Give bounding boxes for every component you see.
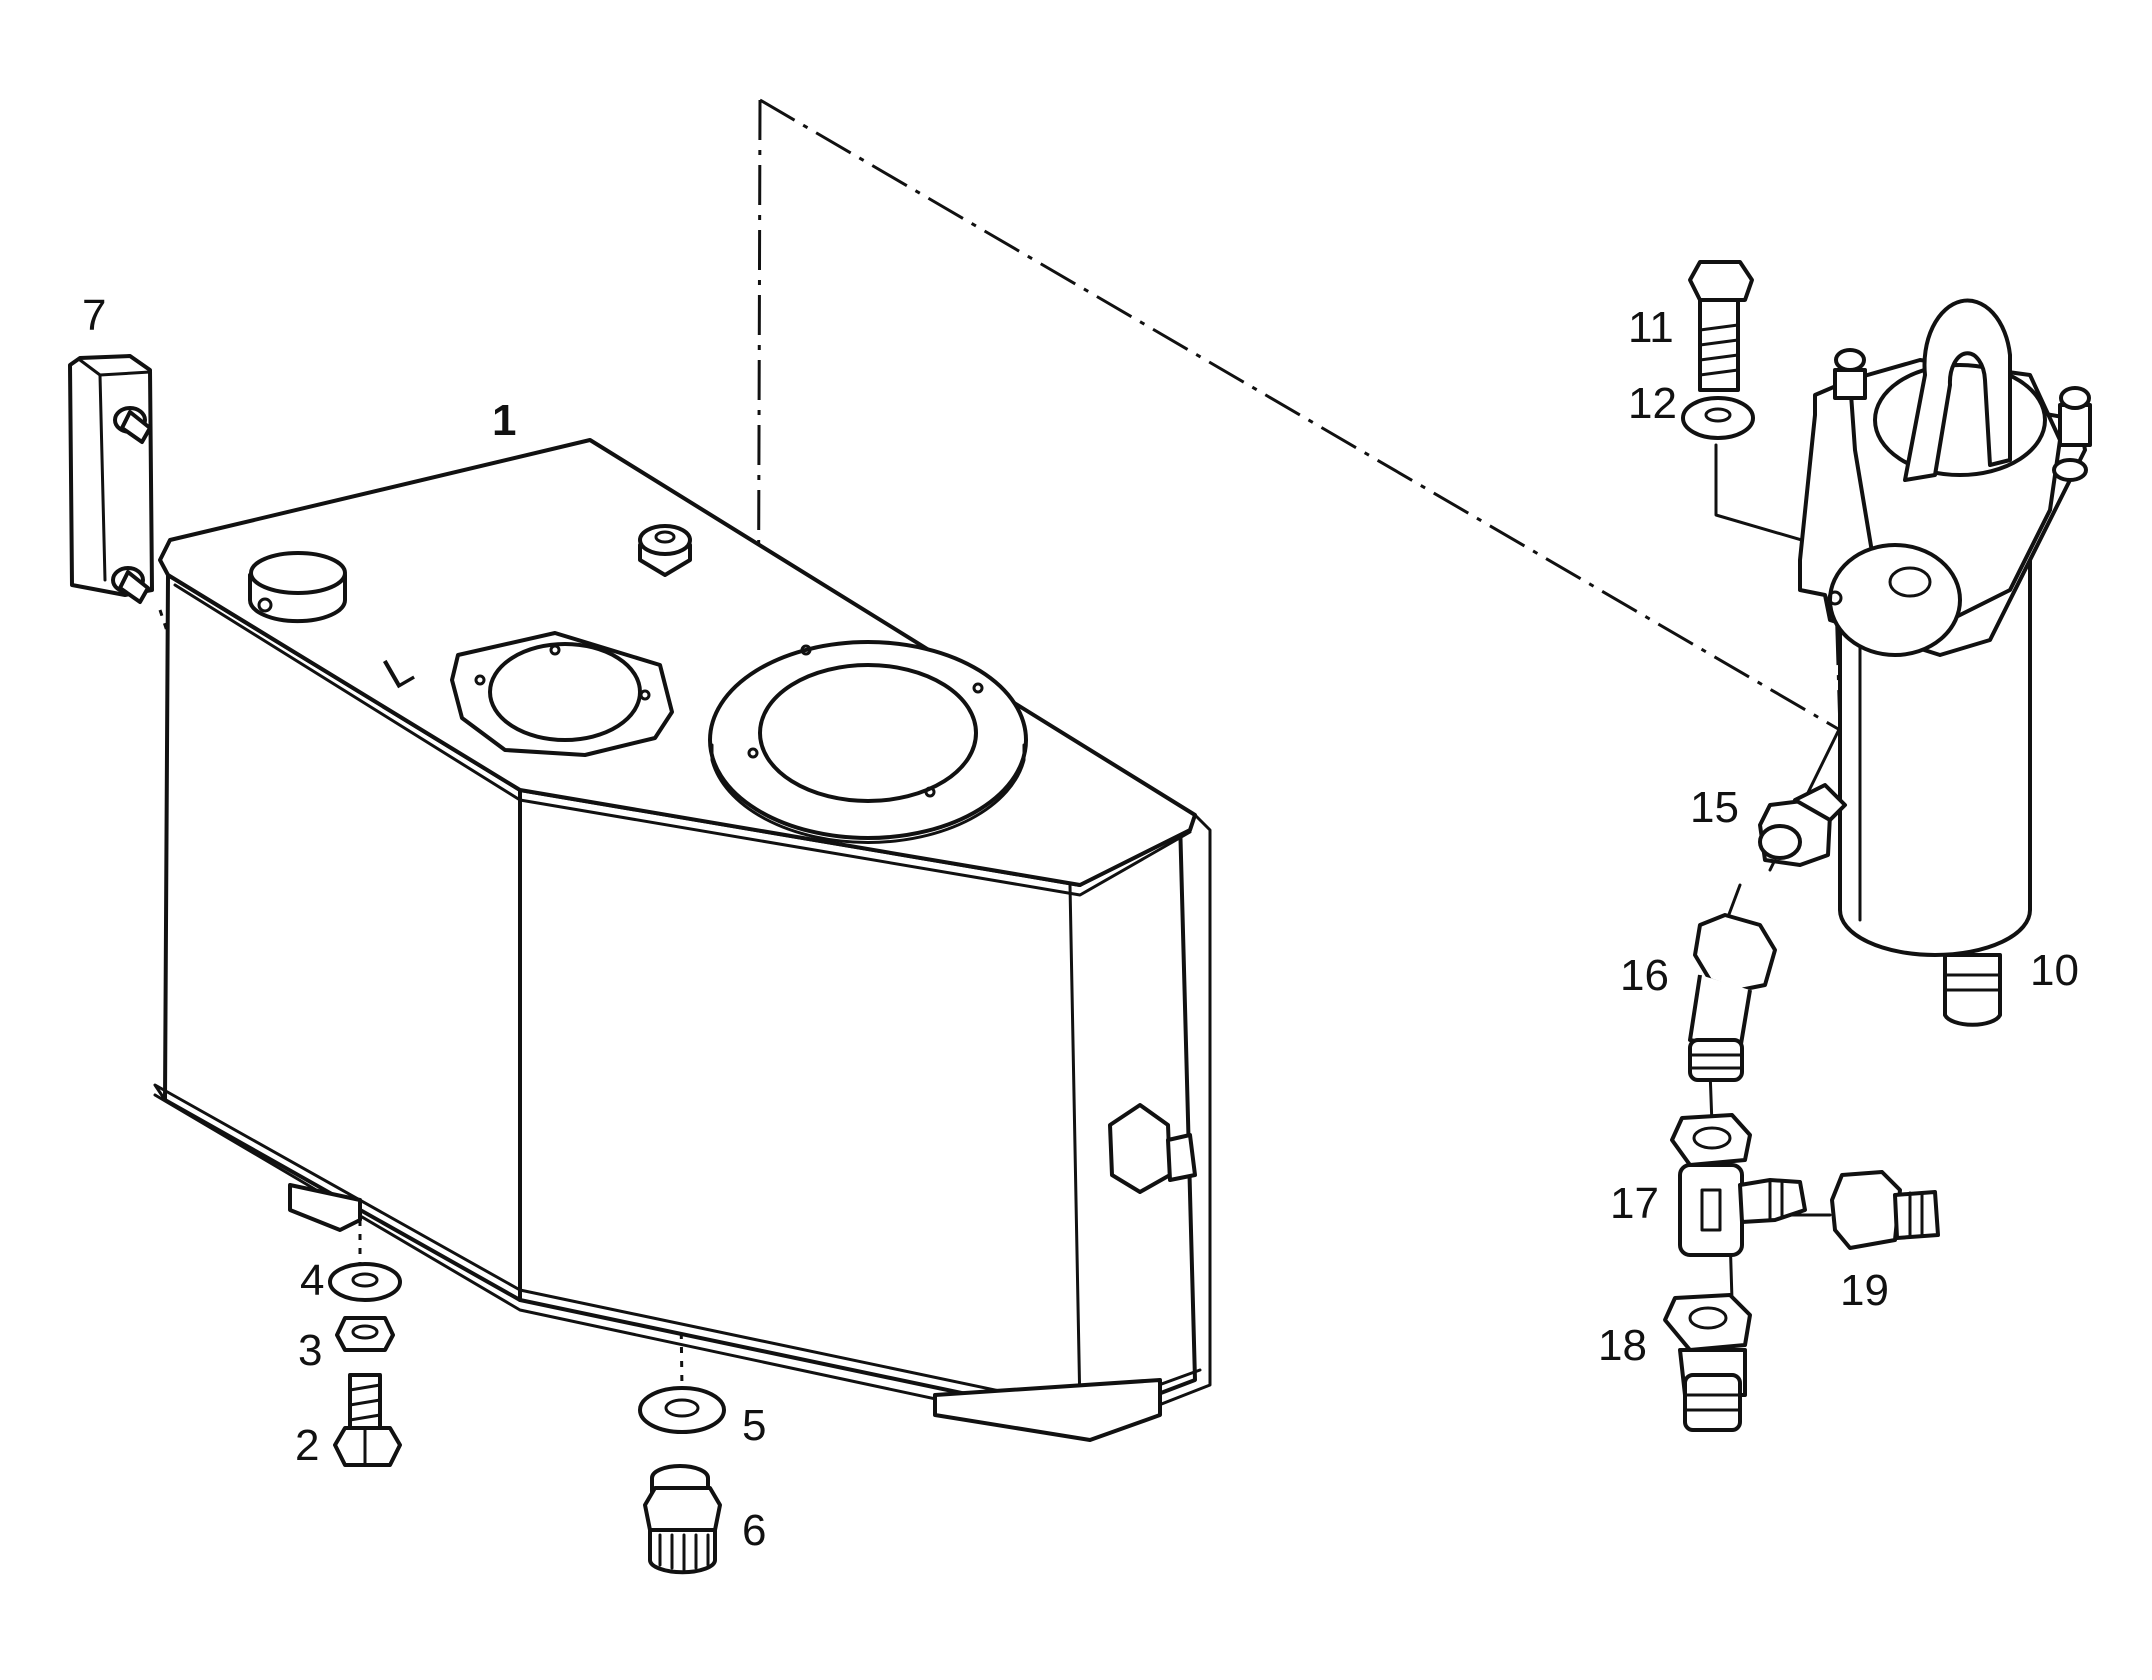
adaptor-15 xyxy=(1758,783,1847,867)
washer-4 xyxy=(328,1262,402,1302)
filter-assembly xyxy=(1798,298,2092,1027)
round-flange xyxy=(708,640,1028,844)
callout-17: 17 xyxy=(1610,1179,1659,1228)
callout-5: 5 xyxy=(742,1401,766,1450)
elbow-16 xyxy=(1688,913,1777,1082)
callout-3: 3 xyxy=(298,1326,322,1375)
washer-12 xyxy=(1681,396,1755,440)
callout-10: 10 xyxy=(2030,946,2079,995)
bolt-2 xyxy=(333,1373,402,1467)
callout-labels: 1 2 3 4 5 6 7 10 11 12 15 16 17 18 19 xyxy=(82,291,2079,1555)
callout-2: 2 xyxy=(295,1421,319,1470)
side-port-fitting xyxy=(1108,1103,1197,1194)
filter-handle xyxy=(1903,298,2012,482)
hex-cover-plate xyxy=(450,631,674,757)
drain-plug-6 xyxy=(643,1464,722,1575)
callout-15: 15 xyxy=(1690,783,1739,832)
callout-19: 19 xyxy=(1840,1266,1889,1315)
filler-cap xyxy=(248,551,347,624)
callout-4: 4 xyxy=(300,1256,324,1305)
callout-18: 18 xyxy=(1598,1321,1647,1370)
tee-17 xyxy=(1670,1113,1807,1257)
hydraulic-tank: L xyxy=(153,438,1212,1442)
connector-19 xyxy=(1830,1170,1940,1250)
washer-5 xyxy=(638,1386,726,1434)
tank-foot-right xyxy=(933,1378,1162,1442)
callout-6: 6 xyxy=(742,1506,766,1555)
filter-studs xyxy=(1833,348,2092,482)
nut-3 xyxy=(335,1316,395,1352)
tank-foot-left xyxy=(288,1183,362,1232)
bolt-11 xyxy=(1688,260,1754,392)
callout-16: 16 xyxy=(1620,951,1669,1000)
callout-1: 1 xyxy=(492,396,516,445)
sight-glass xyxy=(68,354,154,604)
callout-7: 7 xyxy=(82,291,106,340)
callout-12: 12 xyxy=(1628,379,1677,428)
callout-11: 11 xyxy=(1628,303,1674,352)
connector-18 xyxy=(1663,1293,1752,1432)
tank-right-panel xyxy=(518,788,1197,1422)
top-plug xyxy=(638,524,692,577)
